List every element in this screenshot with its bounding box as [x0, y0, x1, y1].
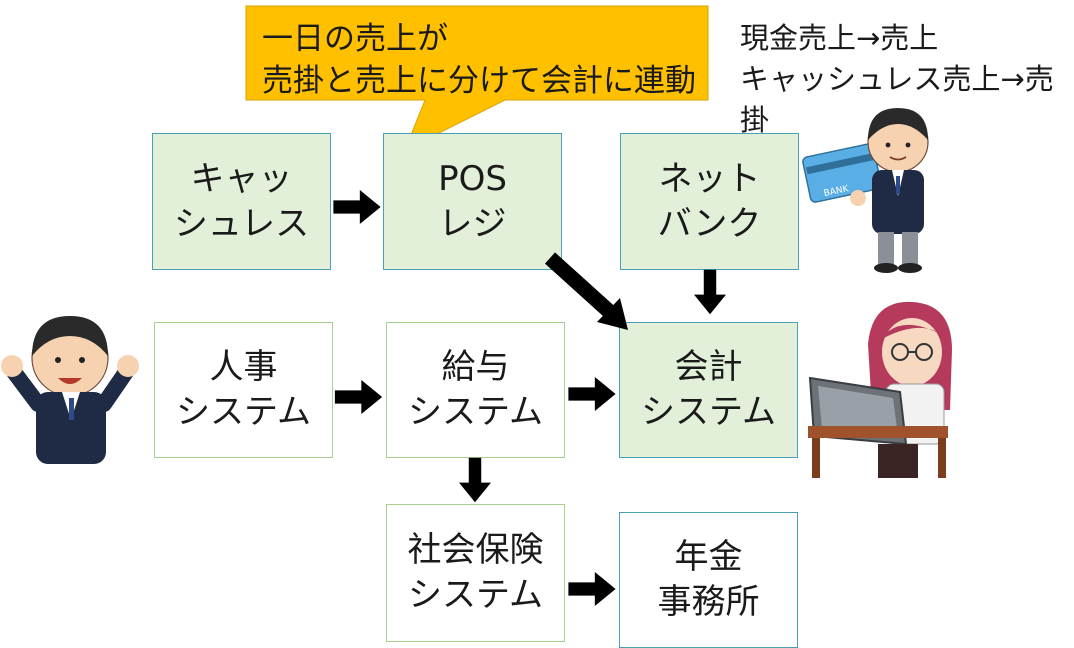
cheering-man-figure — [1, 316, 139, 464]
arrow-hr-to-payroll — [334, 380, 383, 414]
arrow-netbank-to-accounting — [694, 269, 726, 315]
woman-at-laptop-figure — [808, 301, 952, 478]
net-bank-box: ネット バンク — [620, 133, 799, 270]
man-holding-bank-card-figure: BANK — [802, 108, 929, 273]
hr-system-box: 人事 システム — [154, 322, 333, 458]
arrow-payroll-to-social — [459, 457, 491, 503]
arrow-payroll-to-accounting — [568, 377, 616, 411]
payment-mapping-note: 現金売上→売上 キャッシュレス売上→売掛 — [740, 21, 1054, 138]
cashless-box: キャッ シュレス — [152, 133, 331, 270]
arrow-pos-to-accounting — [544, 252, 628, 330]
pos-register-box: POS レジ — [383, 133, 562, 270]
payroll-system-box: 給与 システム — [386, 322, 565, 458]
pension-office-box: 年金 事務所 — [619, 512, 798, 648]
accounting-system-box: 会計 システム — [619, 322, 798, 458]
social-insurance-system-box: 社会保険 システム — [386, 504, 565, 642]
arrow-cashless-to-pos — [333, 190, 381, 224]
callout-text: 一日の売上が 売掛と売上に分けて会計に連動 — [262, 21, 696, 100]
arrow-social-to-pension — [568, 572, 616, 606]
